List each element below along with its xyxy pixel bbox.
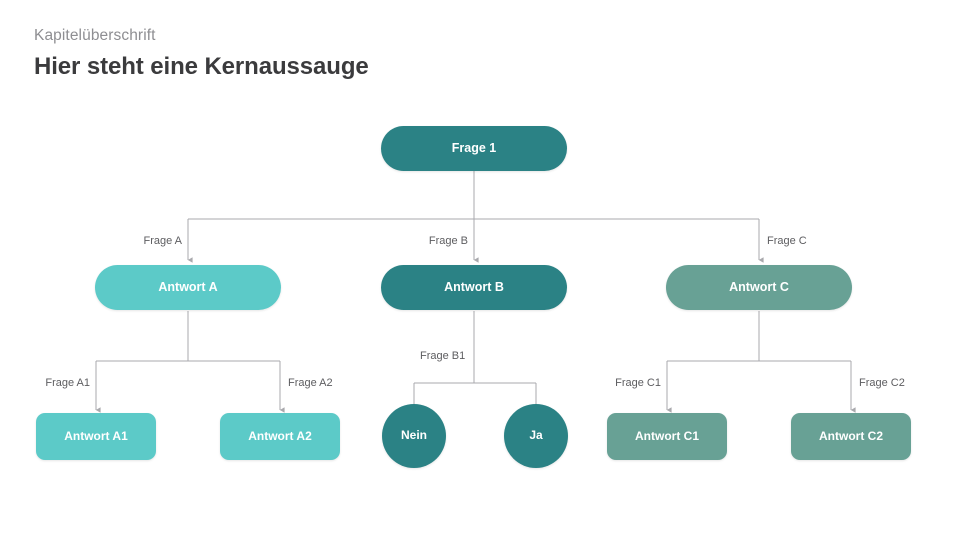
- node-antwort-a1[interactable]: Antwort A1: [36, 413, 156, 460]
- node-frage-1[interactable]: Frage 1: [381, 126, 567, 171]
- node-antwort-c1[interactable]: Antwort C1: [607, 413, 727, 460]
- node-antwort-c[interactable]: Antwort C: [666, 265, 852, 310]
- edge-label-frage-a: Frage A: [143, 235, 182, 247]
- page-title: Hier steht eine Kernaussauge: [34, 53, 369, 80]
- node-antwort-b[interactable]: Antwort B: [381, 265, 567, 310]
- edge-label-frage-b1: Frage B1: [420, 350, 466, 362]
- edge-label-frage-a1: Frage A1: [45, 377, 90, 389]
- node-antwort-a[interactable]: Antwort A: [95, 265, 281, 310]
- node-antwort-a2[interactable]: Antwort A2: [220, 413, 340, 460]
- edge-label-frage-c2: Frage C2: [859, 377, 905, 389]
- node-ja[interactable]: Ja: [504, 404, 568, 468]
- node-nein[interactable]: Nein: [382, 404, 446, 468]
- edge-label-frage-b: Frage B: [428, 235, 468, 247]
- node-antwort-c2[interactable]: Antwort C2: [791, 413, 911, 460]
- chapter-eyebrow: Kapitelüberschrift: [34, 27, 156, 44]
- edge-label-frage-c: Frage C: [767, 235, 807, 247]
- edge-label-frage-a2: Frage A2: [288, 377, 333, 389]
- edge-label-frage-c1: Frage C1: [615, 377, 661, 389]
